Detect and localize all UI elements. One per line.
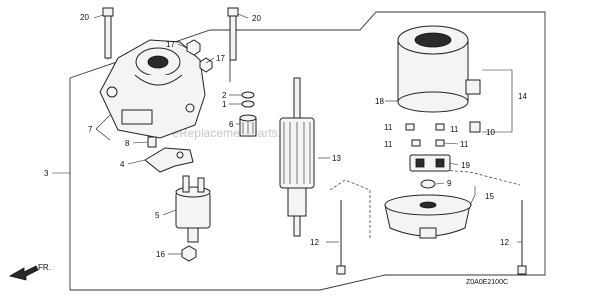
callout-17-upper: 17 <box>166 40 175 49</box>
callout-14: 14 <box>518 92 527 101</box>
callout-1: 1 <box>222 100 227 109</box>
callout-16: 16 <box>156 250 165 259</box>
callout-11-b: 11 <box>384 140 393 149</box>
through-bolt-12-right <box>517 200 527 275</box>
callout-11-d: 11 <box>460 140 469 149</box>
callout-7: 7 <box>88 125 93 134</box>
brushes-11 <box>405 123 445 147</box>
callout-13: 13 <box>332 154 341 163</box>
callout-15: 15 <box>485 192 494 201</box>
front-direction-arrow: FR. <box>8 263 51 281</box>
callout-12-left: 12 <box>310 238 319 247</box>
front-label: FR. <box>38 263 51 272</box>
callout-17-lower: 17 <box>216 54 225 63</box>
armature-13 <box>279 77 315 237</box>
callout-10: 10 <box>486 128 495 137</box>
leader-lines <box>52 13 522 255</box>
callout-12-right: 12 <box>500 238 509 247</box>
seal-8 <box>147 136 157 148</box>
callout-6: 6 <box>229 120 234 129</box>
brush-holder-19 <box>409 154 451 172</box>
callout-4: 4 <box>120 160 125 169</box>
diagram-code: Z0A0E2100C <box>466 279 508 286</box>
callout-20-right: 20 <box>252 14 261 23</box>
pinion-gear-6 <box>239 114 257 137</box>
callout-11-a: 11 <box>384 123 393 132</box>
shift-lever-4 <box>144 147 194 173</box>
callout-2: 2 <box>222 91 227 100</box>
callout-18: 18 <box>375 97 384 106</box>
nut-17-lower <box>199 57 213 73</box>
yoke-assembly-18 <box>397 25 481 113</box>
front-bracket-housing <box>99 39 206 139</box>
callout-3: 3 <box>44 169 49 178</box>
bolt-20-left <box>102 7 114 60</box>
through-bolt-12-left <box>336 200 346 275</box>
bearing-9 <box>420 179 436 189</box>
watermark: eReplacementParts.com <box>172 126 303 140</box>
callout-5: 5 <box>155 211 160 220</box>
callout-labels: 20 20 17 17 2 1 6 7 8 4 3 5 16 13 18 14 … <box>44 13 527 259</box>
nut-16 <box>181 245 197 262</box>
callout-20-left: 20 <box>80 13 89 22</box>
solenoid-5 <box>175 175 211 243</box>
rear-cover-15 <box>384 194 472 239</box>
nut-17-upper <box>186 39 201 56</box>
callout-8: 8 <box>125 139 130 148</box>
callout-11-c: 11 <box>450 125 459 134</box>
bolt-20-right <box>227 7 239 61</box>
washer-2 <box>241 91 255 108</box>
clip-10 <box>469 121 481 133</box>
callout-9: 9 <box>447 179 452 188</box>
callout-19: 19 <box>461 161 470 170</box>
